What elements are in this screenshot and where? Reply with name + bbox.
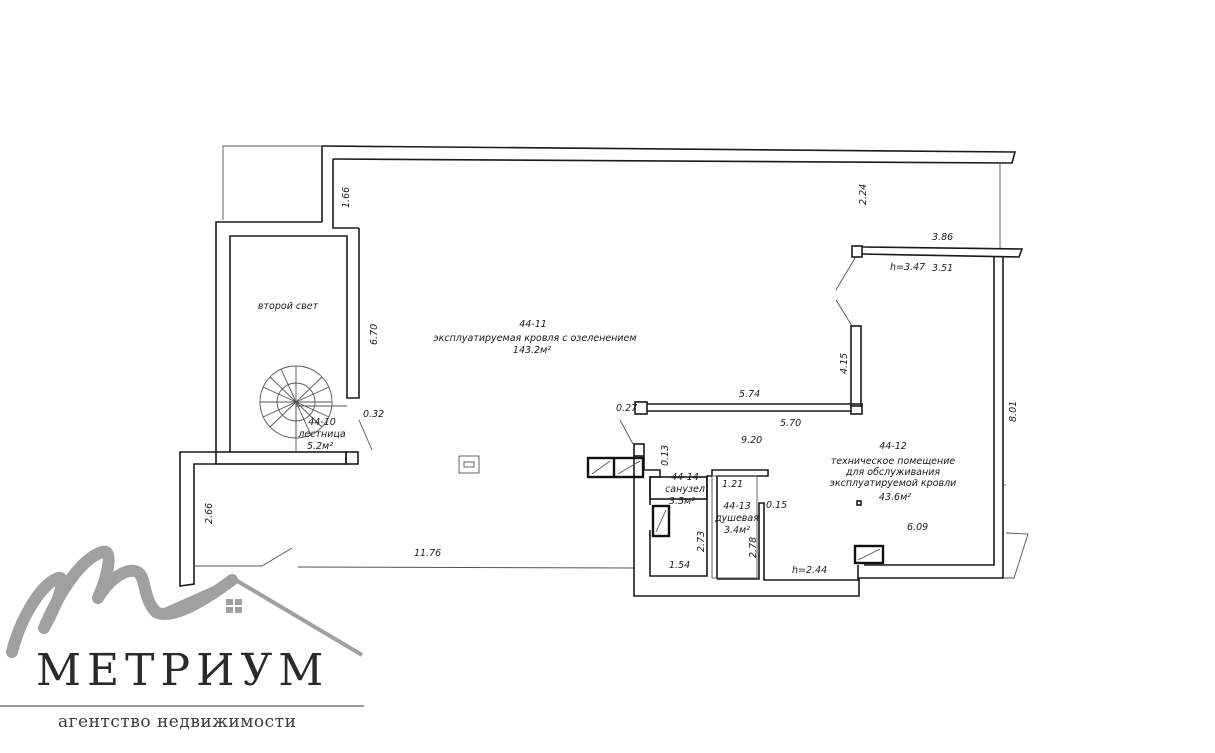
dim-2-73: 2.73 [696, 531, 707, 552]
dim-2-78: 2.78 [748, 537, 759, 558]
room-44-13-area: 3.4м² [724, 525, 750, 536]
dim-0-27: 0.27 [616, 403, 637, 414]
dim-3-51: 3.51 [932, 263, 953, 274]
dim-h-2-44: h=2.44 [792, 565, 827, 576]
outer-walls [179, 145, 1017, 587]
dim-h-3-47: h=3.47 [890, 262, 925, 273]
room-44-10-id: 44-10 [308, 417, 336, 428]
brand-divider [0, 705, 364, 707]
room-44-13-id: 44-13 [723, 501, 751, 512]
room-44-10-name: лестница [297, 429, 346, 440]
dim-9-20: 9.20 [741, 435, 762, 446]
room-44-14-name: санузел [665, 484, 705, 495]
room-44-12-area: 43.6м² [879, 492, 911, 503]
dim-3-86: 3.86 [932, 232, 953, 243]
dim-5-70: 5.70 [780, 418, 801, 429]
service-block-walls [458, 419, 1003, 597]
dim-5-74: 5.74 [739, 389, 760, 400]
room-44-13-name: душевая [714, 513, 759, 524]
brand-name: МЕТРИУМ [36, 645, 330, 696]
room-44-12-name-3: эксплуатируемой кровли [830, 478, 957, 489]
dim-8-01: 8.01 [1008, 401, 1019, 422]
room-44-12-id: 44-12 [879, 441, 907, 452]
dim-6-70: 6.70 [369, 324, 380, 345]
room-44-10-area: 5.2м² [307, 441, 333, 452]
terrace-outline [222, 145, 322, 220]
dim-1-66: 1.66 [341, 187, 352, 208]
metrium-logo-icon [6, 545, 364, 658]
dim-4-15: 4.15 [839, 353, 850, 374]
upper-right-walls [634, 245, 1029, 579]
room-44-11-name: эксплуатируемая кровля с озеленением [433, 333, 636, 344]
room-44-12-name-1: техническое помещение [831, 456, 956, 467]
room-44-12-name-2: для обслуживания [845, 467, 941, 478]
room-44-11-area: 143.2м² [513, 345, 551, 356]
spiral-stair-icon [259, 365, 373, 452]
brand-tagline: агентство недвижимости [58, 712, 297, 732]
dim-11-76: 11.76 [414, 548, 441, 559]
dim-0-32: 0.32 [363, 409, 384, 420]
dim-0-15: 0.15 [766, 500, 787, 511]
room-44-14-id: 44-14 [671, 472, 699, 483]
dim-6-09: 6.09 [907, 522, 928, 533]
dim-1-21: 1.21 [722, 479, 743, 490]
dim-2-24: 2.24 [858, 184, 869, 205]
dim-2-66: 2.66 [204, 503, 215, 524]
room-44-14-area: 3.5м² [669, 496, 695, 507]
dim-0-13: 0.13 [660, 445, 671, 466]
room-44-11-id: 44-11 [519, 319, 547, 330]
dimension-labels: 1.66 2.24 3.86 h=3.47 3.51 6.70 4.15 5.7… [204, 184, 1019, 576]
second-light-label: второй свет [258, 301, 319, 312]
room-labels: второй свет 44-10 лестница 5.2м² 44-11 э… [258, 301, 956, 536]
dim-1-54: 1.54 [669, 560, 690, 571]
